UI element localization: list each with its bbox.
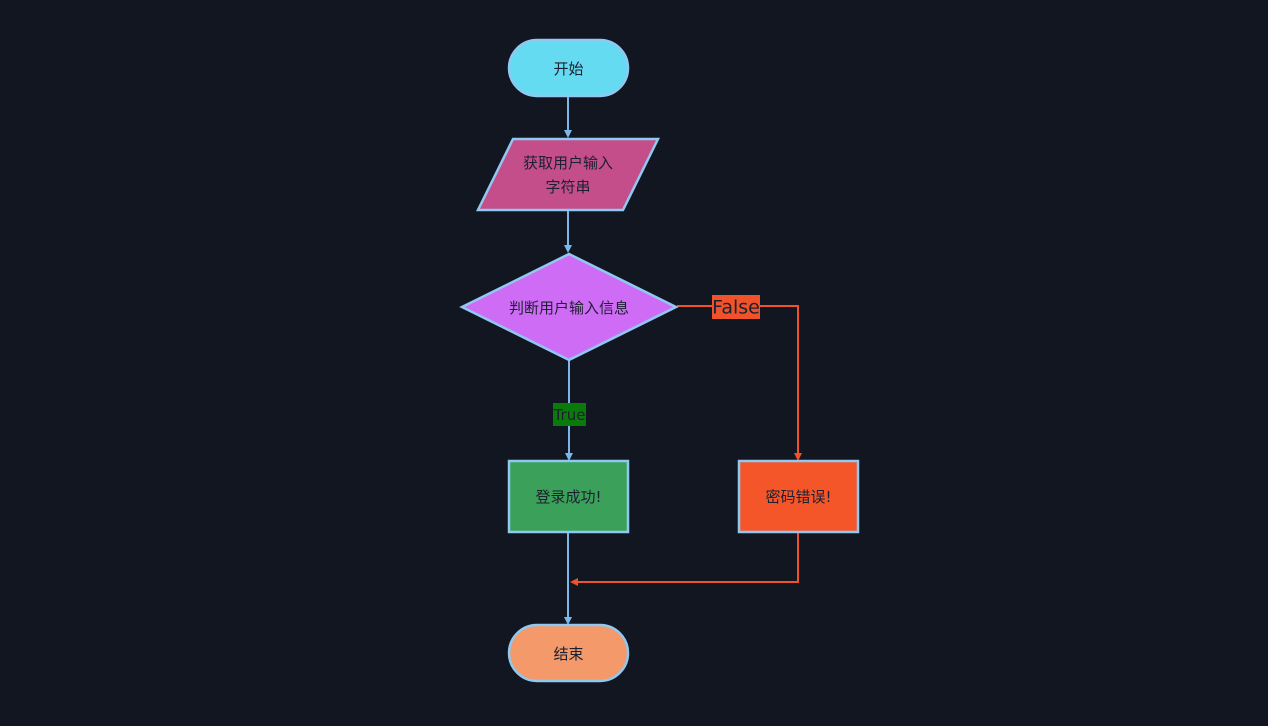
node-success[interactable]: 登录成功! xyxy=(507,459,630,534)
node-decision-shape xyxy=(459,252,679,362)
node-error-shape xyxy=(737,459,860,534)
node-decision[interactable]: 判断用户输入信息 xyxy=(459,252,679,362)
edge-label-true-bg xyxy=(553,403,586,426)
node-success-shape xyxy=(507,459,630,534)
edge-label-true-text: True xyxy=(553,406,586,424)
node-end[interactable]: 结束 xyxy=(507,623,630,683)
node-decision-label: 判断用户输入信息 xyxy=(509,299,629,317)
node-start-shape xyxy=(507,38,630,98)
node-input-label-line2: 字符串 xyxy=(545,178,590,196)
edge-decision-to-error xyxy=(677,305,802,461)
edge-error-to-end xyxy=(570,533,799,586)
node-end-label: 结束 xyxy=(553,645,583,663)
node-start-label: 开始 xyxy=(553,60,583,78)
edge-label-false-text: False xyxy=(712,297,760,319)
node-input-shape xyxy=(475,137,661,212)
node-input-label-line1: 获取用户输入 xyxy=(523,154,613,172)
node-end-shape xyxy=(507,623,630,683)
node-start[interactable]: 开始 xyxy=(507,38,630,98)
node-input[interactable]: 获取用户输入 字符串 xyxy=(475,137,661,212)
node-success-label: 登录成功! xyxy=(535,488,601,506)
edge-label-false-bg xyxy=(712,295,760,319)
edge-label-false: False xyxy=(712,295,760,319)
edge-label-true: True xyxy=(553,403,586,426)
node-error[interactable]: 密码错误! xyxy=(737,459,860,534)
node-error-label: 密码错误! xyxy=(765,488,831,506)
